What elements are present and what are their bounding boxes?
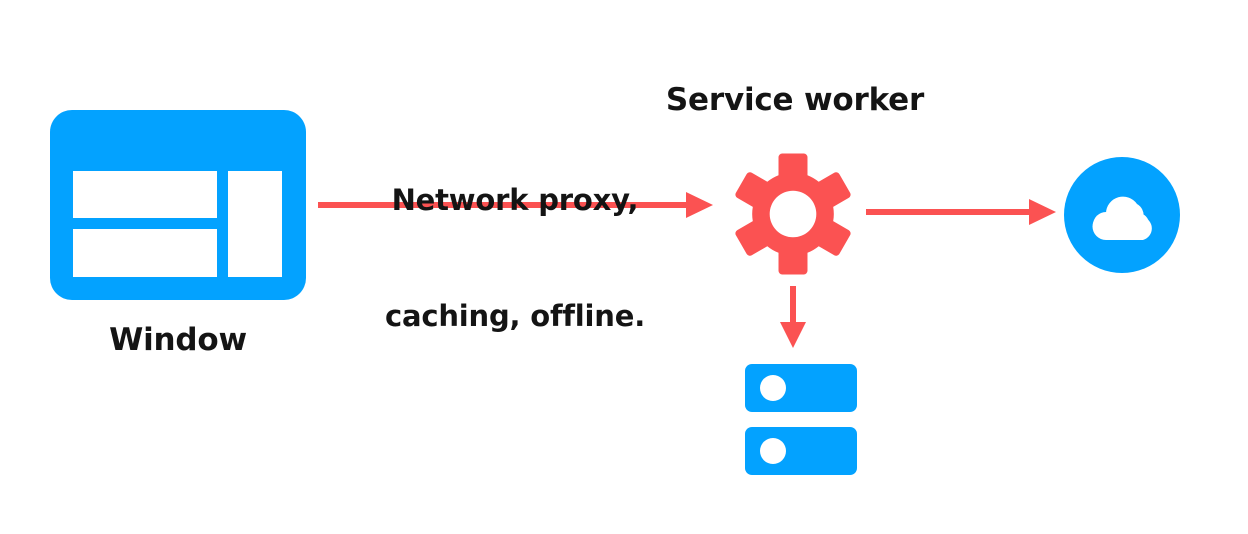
edge-caption-network-proxy: Network proxy, caching, offline. xyxy=(370,104,660,413)
gear-icon xyxy=(730,151,856,277)
window-pane-top xyxy=(73,171,217,218)
storage-icon xyxy=(745,364,857,475)
service-worker-label: Service worker xyxy=(665,82,925,118)
edge-caption-line-2: caching, offline. xyxy=(384,298,646,333)
window-pane-right xyxy=(228,171,282,277)
arrow-service-worker-to-cache xyxy=(780,286,806,348)
storage-bar-bottom xyxy=(745,427,857,475)
cloud-icon xyxy=(1064,157,1180,273)
edge-caption-line-1: Network proxy, xyxy=(391,183,639,218)
storage-indicator-dot xyxy=(760,438,786,464)
storage-indicator-dot xyxy=(760,375,786,401)
browser-window-icon xyxy=(50,110,306,300)
arrow-window-to-service-worker xyxy=(318,192,713,218)
window-label: Window xyxy=(109,322,247,358)
storage-bar-top xyxy=(745,364,857,412)
arrow-service-worker-to-network xyxy=(866,199,1056,225)
window-pane-bottom xyxy=(73,229,217,277)
